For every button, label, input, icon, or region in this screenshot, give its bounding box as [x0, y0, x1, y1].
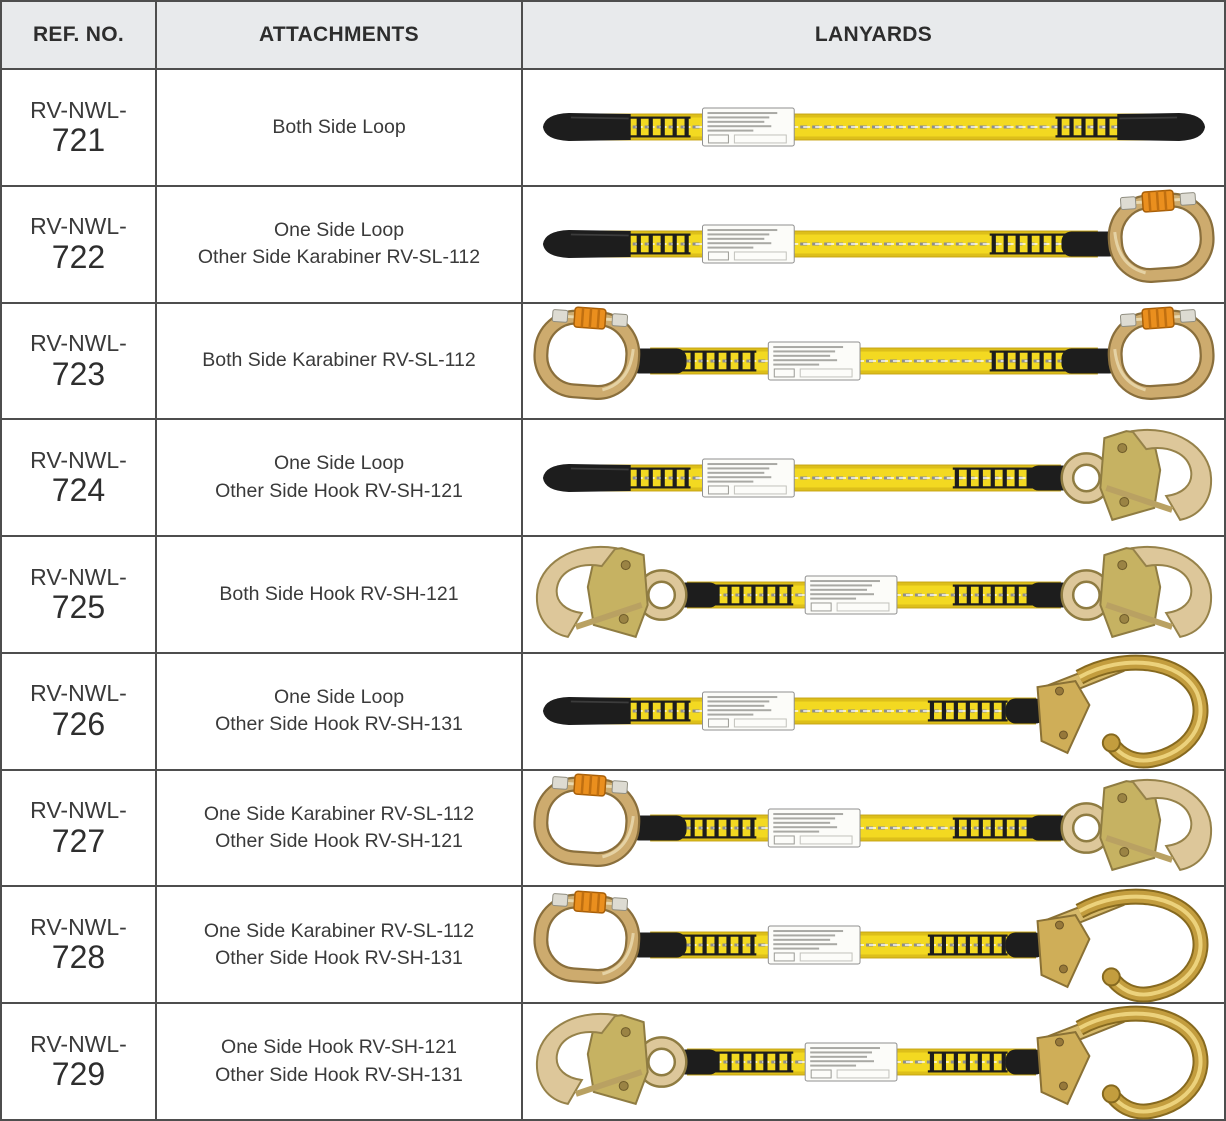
lanyard-photo — [542, 654, 1208, 769]
lanyard-photo — [532, 306, 1215, 400]
ref-no-cell: RV-NWL- 726 — [2, 653, 157, 769]
ref-prefix: RV-NWL- — [30, 96, 127, 123]
ref-prefix: RV-NWL- — [30, 213, 127, 240]
attachments-cell: One Side Loop Other Side Karabiner RV-SL… — [157, 186, 523, 302]
table-row: RV-NWL- 723 Both Side Karabiner RV-SL-11… — [2, 303, 1224, 421]
ref-prefix: RV-NWL- — [30, 797, 127, 824]
lanyard-cell — [523, 537, 1224, 652]
table-row: RV-NWL- 724 One Side Loop Other Side Hoo… — [2, 420, 1224, 538]
ref-number: 729 — [51, 1056, 106, 1093]
ref-no-cell: RV-NWL- 721 — [2, 70, 157, 185]
lanyard-photo — [542, 107, 1205, 147]
attachment-line: Other Side Hook RV-SH-121 — [215, 830, 463, 853]
ref-prefix: RV-NWL- — [30, 330, 127, 357]
lanyard-photo — [542, 428, 1212, 521]
attachments-cell: One Side Hook RV-SH-121 Other Side Hook … — [157, 1004, 523, 1120]
attachment-line: Both Side Loop — [272, 115, 406, 138]
header-attachments: ATTACHMENTS — [157, 2, 523, 68]
header-ref-no: REF. NO. — [2, 2, 157, 68]
lanyard-photo — [532, 773, 1212, 872]
ref-number: 723 — [51, 355, 106, 392]
lanyard-cell — [523, 70, 1224, 185]
ref-number: 725 — [51, 589, 106, 626]
attachments-cell: Both Side Loop — [157, 70, 523, 185]
attachment-line: One Side Karabiner RV-SL-112 — [203, 919, 475, 942]
ref-no-cell: RV-NWL- 729 — [2, 1004, 157, 1120]
attachment-line: Other Side Hook RV-SH-131 — [215, 713, 463, 736]
ref-prefix: RV-NWL- — [30, 563, 127, 590]
lanyard-cell — [523, 186, 1224, 302]
attachment-line: One Side Loop — [273, 218, 405, 241]
attachment-line: Other Side Hook RV-SH-121 — [215, 479, 463, 502]
ref-no-cell: RV-NWL- 723 — [2, 303, 157, 419]
attachments-cell: One Side Karabiner RV-SL-112 Other Side … — [157, 887, 523, 1003]
ref-prefix: RV-NWL- — [30, 914, 127, 941]
ref-number: 724 — [51, 472, 106, 509]
attachment-line: Both Side Karabiner RV-SL-112 — [202, 349, 476, 372]
table-row: RV-NWL- 721 Both Side Loop — [2, 70, 1224, 187]
attachments-cell: One Side Loop Other Side Hook RV-SH-131 — [157, 653, 523, 769]
ref-number: 726 — [51, 705, 106, 742]
table-header-row: REF. NO. ATTACHMENTS LANYARDS — [2, 2, 1224, 70]
attachment-line: Other Side Hook RV-SH-131 — [215, 1063, 463, 1086]
header-lanyards: LANYARDS — [523, 2, 1224, 68]
ref-no-cell: RV-NWL- 725 — [2, 537, 157, 652]
lanyard-photo — [535, 545, 1212, 638]
lanyard-cell — [523, 887, 1224, 1003]
attachments-cell: Both Side Karabiner RV-SL-112 — [157, 303, 523, 419]
lanyard-photo — [532, 888, 1208, 1003]
attachment-line: One Side Loop — [273, 686, 405, 708]
ref-number: 728 — [51, 939, 106, 976]
attachments-cell: Both Side Hook RV-SH-121 — [157, 537, 523, 652]
lanyard-photo — [542, 189, 1215, 284]
table-row: RV-NWL- 726 One Side Loop Other Side Hoo… — [2, 653, 1224, 771]
attachment-line: One Side Loop — [273, 452, 405, 475]
table-row: RV-NWL- 727 One Side Karabiner RV-SL-112… — [2, 770, 1224, 888]
lanyard-cell — [523, 420, 1224, 536]
table-row: RV-NWL- 728 One Side Karabiner RV-SL-112… — [2, 887, 1224, 1005]
ref-no-cell: RV-NWL- 728 — [2, 887, 157, 1003]
attachments-cell: One Side Karabiner RV-SL-112 Other Side … — [157, 770, 523, 886]
table-row: RV-NWL- 725 Both Side Hook RV-SH-121 — [2, 537, 1224, 654]
ref-no-cell: RV-NWL- 727 — [2, 770, 157, 886]
attachment-line: Other Side Karabiner RV-SL-112 — [197, 246, 481, 269]
table-row: RV-NWL- 729 One Side Hook RV-SH-121 Othe… — [2, 1004, 1224, 1120]
attachment-line: One Side Karabiner RV-SL-112 — [203, 802, 475, 825]
lanyard-cell — [523, 770, 1224, 886]
lanyard-cell — [523, 653, 1224, 769]
ref-prefix: RV-NWL- — [30, 1030, 127, 1057]
ref-prefix: RV-NWL- — [30, 446, 127, 473]
table-row: RV-NWL- 722 One Side Loop Other Side Kar… — [2, 186, 1224, 304]
attachments-cell: One Side Loop Other Side Hook RV-SH-121 — [157, 420, 523, 536]
lanyard-photo — [535, 1005, 1208, 1120]
ref-number: 722 — [51, 238, 106, 275]
attachment-line: Both Side Hook RV-SH-121 — [219, 582, 459, 605]
ref-number: 727 — [51, 822, 106, 859]
ref-no-cell: RV-NWL- 722 — [2, 186, 157, 302]
lanyard-cell — [523, 303, 1224, 419]
attachment-line: One Side Hook RV-SH-121 — [221, 1036, 457, 1059]
attachment-line: Other Side Hook RV-SH-131 — [215, 946, 463, 969]
ref-no-cell: RV-NWL- 724 — [2, 420, 157, 536]
ref-number: 721 — [51, 122, 106, 159]
lanyard-cell — [523, 1004, 1224, 1120]
ref-prefix: RV-NWL- — [30, 680, 127, 707]
